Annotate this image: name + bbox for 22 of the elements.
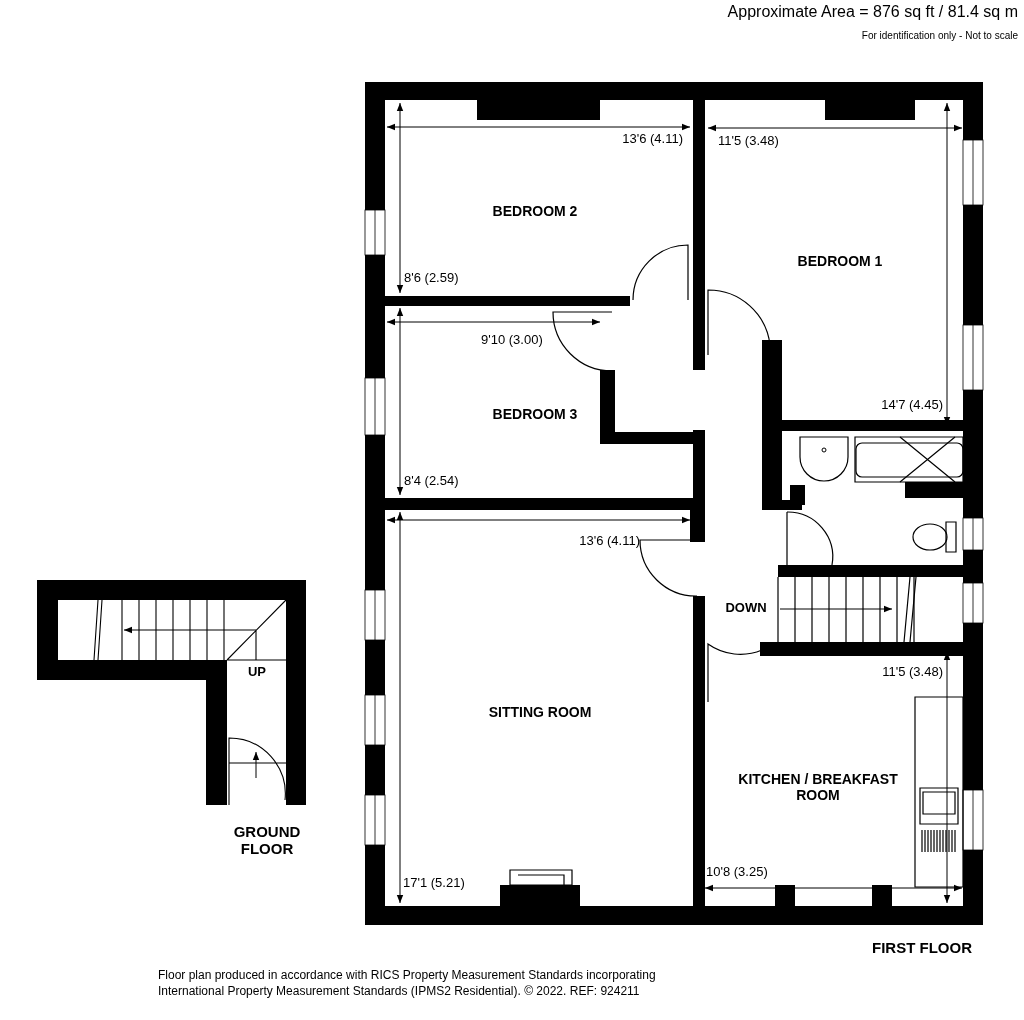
stair-direction-label: DOWN [725, 600, 767, 616]
dimension-label: 11'5 (3.48) [718, 133, 779, 149]
floor-label: GROUND FLOOR [232, 822, 302, 858]
dimension-label: 11'5 (3.48) [882, 664, 943, 680]
dimension-label: 10'8 (3.25) [706, 864, 768, 880]
stair-direction-label: UP [247, 664, 267, 680]
room-label: KITCHEN / BREAKFAST ROOM [733, 770, 903, 804]
dimension-label: 17'1 (5.21) [403, 875, 465, 891]
dimension-label: 9'10 (3.00) [481, 332, 543, 348]
dimension-label: 13'6 (4.11) [622, 131, 683, 147]
dimension-label: 14'7 (4.45) [881, 397, 943, 413]
dimension-label: 8'6 (2.59) [404, 270, 459, 286]
small-note: For identification only - Not to scale [861, 30, 1018, 42]
area-heading: Approximate Area = 876 sq ft / 81.4 sq m [727, 3, 1018, 22]
room-label: BEDROOM 2 [465, 202, 605, 220]
footer-note: Floor plan produced in accordance with RICS Property Measurement Standards incorporating International Property Measurement Standards (IPMS2 Residential). © 2022. REF: 924211 [158, 968, 657, 1000]
floor-label: FIRST FLOOR [872, 939, 972, 957]
dimension-label: 8'4 (2.54) [404, 473, 459, 489]
dimension-label: 13'6 (4.11) [579, 533, 640, 549]
room-label: SITTING ROOM [460, 703, 620, 721]
room-label: BEDROOM 3 [465, 405, 605, 423]
room-label: BEDROOM 1 [770, 252, 910, 270]
